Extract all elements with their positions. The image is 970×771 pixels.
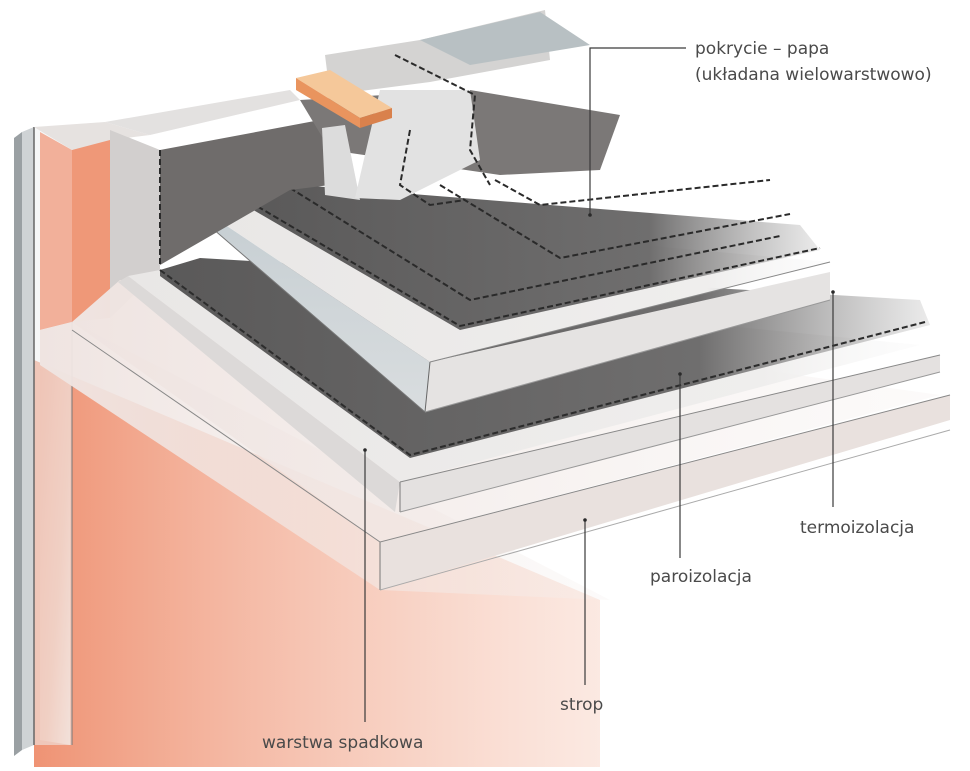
parapet-upstand-top xyxy=(105,90,300,135)
insulation-side xyxy=(205,218,430,412)
strop-edge xyxy=(71,329,381,543)
wall xyxy=(14,90,600,767)
timber-batten-top xyxy=(296,70,392,118)
roofing-dash-1 xyxy=(249,201,821,328)
roofing-dash-3 xyxy=(439,184,791,260)
lower-brick-wall xyxy=(34,360,600,767)
flashing-dash xyxy=(398,129,466,207)
parapet-brick-front xyxy=(72,130,110,322)
timber-batten-end xyxy=(360,108,392,128)
screed-edge xyxy=(399,354,941,483)
leader-dot xyxy=(588,213,592,217)
roofing-dash-4 xyxy=(494,179,771,207)
leader-dot xyxy=(363,448,367,452)
label-strop: strop xyxy=(560,695,603,715)
parapet-upstand xyxy=(110,130,160,318)
label-pokrycie-line2: (układana wielowarstwowo) xyxy=(695,65,932,85)
screed-front xyxy=(400,355,940,512)
leader-pokrycie xyxy=(589,47,686,215)
label-pokrycie-line1: pokrycie – papa xyxy=(695,39,829,59)
roofing-upstand xyxy=(160,120,330,265)
leader-lines xyxy=(363,47,835,722)
strop-edge xyxy=(379,429,951,591)
leader-dot xyxy=(831,290,835,294)
flashing-fold xyxy=(322,125,360,200)
wall-edge-inner xyxy=(22,127,34,750)
insulation-edge xyxy=(424,299,831,413)
insulation-edge xyxy=(204,221,426,413)
strop-edge xyxy=(379,394,951,543)
label-termoizolacja: termoizolacja xyxy=(800,518,914,538)
insulation-edge xyxy=(424,361,431,413)
parapet-flashing xyxy=(296,10,590,207)
flashing-dash xyxy=(394,54,491,186)
leader-dot xyxy=(678,372,682,376)
insulation-edge xyxy=(429,261,831,363)
parapet-brick-side xyxy=(40,132,72,330)
label-warstwa-spadkowa: warstwa spadkowa xyxy=(262,733,423,753)
leader-dot xyxy=(583,518,587,522)
labels: pokrycie – papa (układana wielowarstwowo… xyxy=(262,39,932,753)
flashing-top xyxy=(420,12,590,65)
screed-edge xyxy=(399,371,941,513)
parapet-top xyxy=(34,122,150,150)
timber-batten-front xyxy=(296,78,360,128)
screed-side xyxy=(118,276,400,512)
label-paroizolacja: paroizolacja xyxy=(650,567,752,587)
roofing-dash-2 xyxy=(289,187,781,302)
strop-front xyxy=(380,395,950,590)
vapour-barrier-dash xyxy=(159,269,926,457)
wall-edge-outer xyxy=(14,132,22,756)
insulation-front xyxy=(425,272,830,412)
roofing-surface xyxy=(250,185,820,330)
